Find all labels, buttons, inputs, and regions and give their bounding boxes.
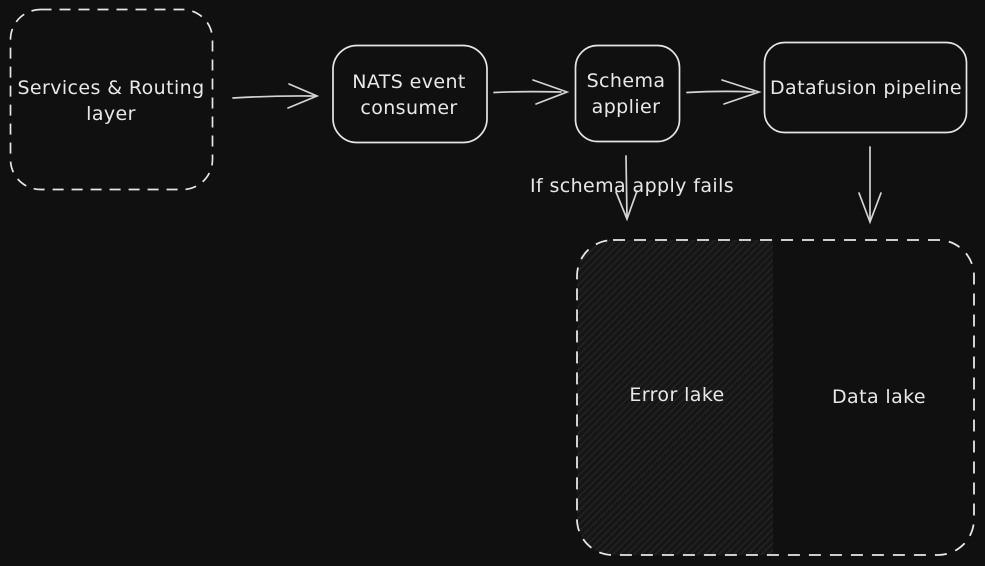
data-lake-label: Data lake <box>832 386 926 408</box>
arrow-nats-to-schema <box>493 79 570 105</box>
datafusion-pipeline-box <box>763 41 968 134</box>
services-routing-label-line2: layer <box>86 103 136 125</box>
nats-consumer-box <box>332 44 488 144</box>
arrow-schema-to-error-lake <box>615 155 638 222</box>
arrow-services-to-nats <box>232 83 320 109</box>
arrow-schema-to-datafusion <box>686 79 762 105</box>
schema-applier-label: Schema applier <box>587 68 666 120</box>
nats-consumer-label: NATS event consumer <box>352 69 466 121</box>
schema-applier-box <box>574 44 681 143</box>
services-routing-label-line1: Services & Routing <box>17 77 205 99</box>
schema-applier-label-line2: applier <box>591 96 661 118</box>
nats-consumer-label-line1: NATS event <box>352 71 466 93</box>
services-routing-box <box>9 8 214 191</box>
datafusion-pipeline-label: Datafusion pipeline <box>770 77 962 99</box>
lake-container-box <box>576 239 975 556</box>
schema-applier-label-line1: Schema <box>586 70 666 92</box>
arrow-datafusion-to-data-lake <box>858 146 882 225</box>
error-lake-region <box>577 240 773 555</box>
nats-consumer-label-line2: consumer <box>360 97 458 119</box>
schema-fail-edge-label: If schema apply fails <box>529 175 735 197</box>
services-routing-label: Services & Routing layer <box>17 75 204 127</box>
error-lake-label: Error lake <box>629 384 725 406</box>
